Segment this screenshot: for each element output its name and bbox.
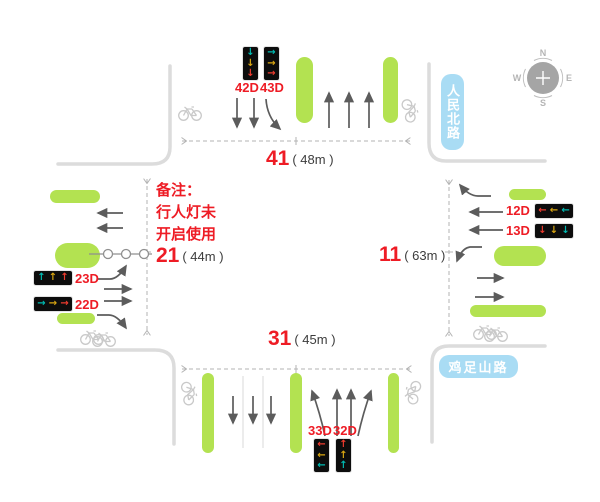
green-down-arrow-light: ↓ [246,46,255,58]
lane-island [57,313,95,324]
red-down-arrow-light: ↓ [246,68,255,80]
green-right-arrow-light: → [267,46,276,58]
measurement-id: 21 [156,244,180,267]
lane-island [290,373,302,453]
lane-island [296,57,313,123]
compass-north-label: N [540,48,547,58]
yellow-left-arrow-light: ← [317,449,326,461]
measurement-south: 31 ( 45m ) [268,328,336,349]
red-left-arrow-light: ← [317,438,326,450]
compass-east-label: E [566,73,572,83]
red-left-arrow-light: ← [538,205,547,216]
measurement-value: ( 48m ) [292,152,334,167]
signal-head-42D: ↓↓↓ [242,46,259,81]
road-edge-top-right [427,62,547,163]
green-right-arrow-light: → [37,298,46,309]
red-right-arrow-light: → [267,68,276,80]
green-down-arrow-light: ↓ [561,225,570,236]
note-line: 备注： [156,182,202,199]
detector-node [102,248,114,260]
measurement-north: 41 ( 48m ) [266,148,334,169]
yellow-up-arrow-light: ↑ [339,449,348,461]
measurement-east: 11 ( 63m ) [379,244,445,265]
road-edge-bottom-left [56,348,176,446]
signal-label-32D: 32D [333,423,357,438]
detector-line [89,248,152,260]
yellow-down-arrow-light: ↓ [549,225,559,236]
lane-island [55,243,100,268]
signal-head-33D: ←←← [313,438,330,473]
green-left-arrow-light: ← [561,205,570,216]
green-up-arrow-light: ↑ [339,460,348,472]
lane-island [50,190,100,203]
signal-label-23D: 23D [75,271,99,286]
bicycle-icon [400,97,421,124]
yellow-up-arrow-light: ↑ [48,272,58,283]
signal-label-22D: 22D [75,297,99,312]
signal-head-43D: →→→ [263,46,280,81]
signal-label-12D: 12D [506,203,530,218]
lane-island [509,189,546,200]
traffic-arrow-turn [310,389,326,437]
bicycle-icon [403,379,423,406]
yellow-down-arrow-light: ↓ [246,57,255,69]
note-line: 行人灯未 [156,204,217,221]
traffic-arrow-turn [97,314,127,330]
signal-head-22D: →→→ [33,296,73,312]
lane-island [470,305,546,317]
measurement-west: 21 ( 44m ) [156,245,224,266]
green-left-arrow-light: ← [317,460,326,472]
signal-head-12D: ←←← [534,203,574,219]
signal-head-32D: ↑↑↑ [335,438,352,473]
red-right-arrow-light: → [60,298,69,309]
road-name-south: 鸡足山路 [439,355,518,378]
traffic-arrow-turn [265,98,282,131]
lane-island [383,57,398,123]
note-line: 开启使用 [156,226,217,243]
bicycle-icon [178,106,202,121]
red-up-arrow-light: ↑ [60,272,69,283]
compass-south-label: S [540,98,546,108]
measurement-value: ( 63m ) [404,248,446,263]
measurement-value: ( 45m ) [294,332,336,347]
yellow-right-arrow-light: → [48,298,58,309]
compass-west-label: W [513,73,522,83]
lane-island [202,373,214,453]
red-down-arrow-light: ↓ [538,225,547,236]
measurement-id: 31 [268,327,292,350]
signal-label-13D: 13D [506,223,530,238]
signal-head-23D: ↑↑↑ [33,270,73,286]
lane-island [494,246,546,266]
signal-label-43D: 43D [260,80,284,95]
bicycle-icon [180,380,199,407]
measurement-value: ( 44m ) [182,249,224,264]
traffic-arrow-turn [98,264,127,280]
signal-head-13D: ↓↓↓ [534,223,574,239]
lane-island [388,373,399,453]
traffic-arrow-turn [455,246,482,263]
red-up-arrow-light: ↑ [339,438,348,450]
measurement-id: 41 [266,147,290,170]
compass-icon: N E S W [513,48,572,108]
signal-label-42D: 42D [235,80,259,95]
traffic-arrow-turn [357,389,373,437]
detector-node [138,248,150,260]
yellow-left-arrow-light: ← [549,205,559,216]
traffic-arrow-turn [458,183,491,197]
road-edge-bottom-right [430,344,547,444]
note-text: 备注： 行人灯未 开启使用 [156,180,216,246]
road-name-north: 人民北路 [441,74,464,150]
yellow-right-arrow-light: → [267,57,276,69]
road-edge-top-left [56,64,172,166]
measurement-id: 11 [379,243,402,266]
signal-label-33D: 33D [308,423,332,438]
detector-node [120,248,132,260]
green-up-arrow-light: ↑ [37,272,46,283]
